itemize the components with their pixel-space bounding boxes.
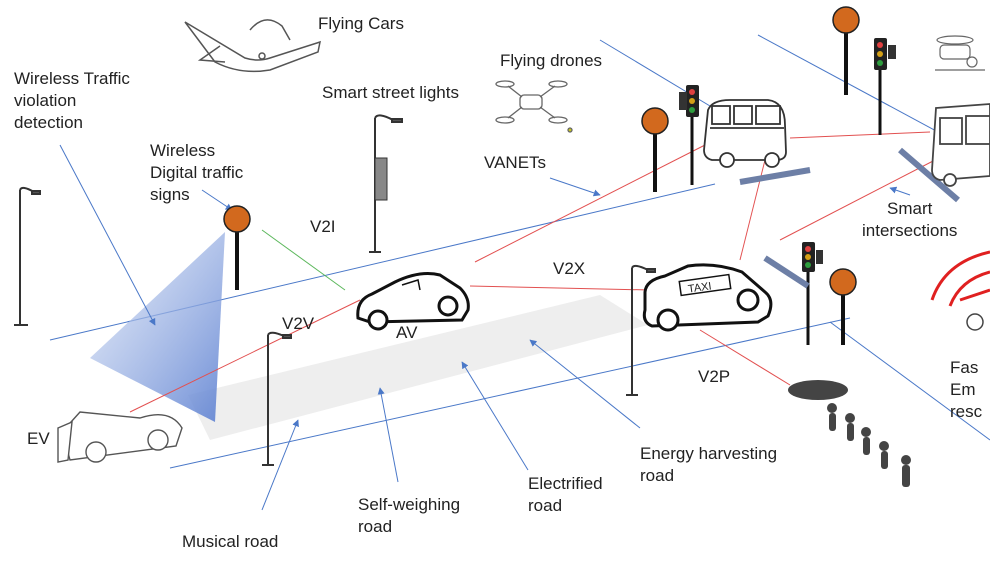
label-line: road <box>640 466 675 485</box>
emergency-signal-icon <box>930 250 990 331</box>
label-line: road <box>528 496 563 515</box>
label-av: AV <box>396 323 418 342</box>
label-line: detection <box>14 113 83 132</box>
bus-icon <box>931 103 990 187</box>
label-line: Wireless <box>150 141 216 160</box>
label-line: Energy harvesting <box>640 444 778 463</box>
drone-icon <box>495 80 573 133</box>
label-musical-road: Musical road <box>182 532 279 551</box>
label-line: Fas <box>950 358 979 377</box>
road-edge-right-diag <box>829 321 990 441</box>
traffic-light-center <box>679 85 699 185</box>
label-flying-cars: Flying Cars <box>318 14 404 33</box>
label-line: violation <box>14 91 77 110</box>
street-light-right <box>626 264 656 396</box>
label-line: Em <box>950 380 976 399</box>
label-wireless-traffic-violation: Wireless Traffic violation detection <box>14 68 130 134</box>
label-v2p: V2P <box>698 367 731 386</box>
label-v2v: V2V <box>282 314 315 333</box>
label-line: Electrified <box>528 474 603 493</box>
pointer-arrows <box>59 144 911 511</box>
label-v2x: V2X <box>553 259 586 278</box>
intersection-sensor-3 <box>763 255 810 289</box>
communication-links <box>129 131 936 413</box>
traffic-sign-center <box>641 107 669 192</box>
label-v2i: V2I <box>310 217 336 236</box>
label-line: signs <box>150 185 190 204</box>
taxi-icon <box>642 263 773 332</box>
label-line: resc <box>950 402 983 421</box>
road-edge-bottom <box>169 317 851 469</box>
label-line: intersections <box>862 221 958 240</box>
label-line: Smart <box>887 199 933 218</box>
label-line: Digital traffic <box>150 163 244 182</box>
av-car-icon <box>356 272 470 331</box>
label-energy-harvesting-road: Energy harvesting road <box>640 443 777 487</box>
label-fast-emergency-rescue: Fas Em resc <box>950 357 982 423</box>
pedestrians-icon <box>788 380 911 487</box>
label-smart-intersections: Smart intersections <box>862 198 957 242</box>
van-icon <box>703 99 787 168</box>
intersection-sensor-2 <box>898 147 960 203</box>
road-edge-lower-right <box>599 39 721 113</box>
label-self-weighing-road: Self-weighing road <box>358 494 460 538</box>
street-light-smart <box>369 114 403 253</box>
traffic-light-right <box>802 242 823 345</box>
traffic-sign-right <box>829 268 857 345</box>
label-wireless-digital-signs: Wireless Digital traffic signs <box>150 140 243 206</box>
intersection-sensor-1 <box>739 167 811 185</box>
label-smart-street-lights: Smart street lights <box>322 83 459 102</box>
traffic-sign-digital <box>223 205 251 290</box>
label-line: Self-weighing <box>358 495 461 514</box>
v2i-link <box>261 229 346 291</box>
traffic-light-top-right <box>874 38 896 135</box>
street-light-left <box>14 186 41 326</box>
wireless-detection-beam <box>90 232 225 422</box>
flying-car-icon <box>184 19 321 73</box>
label-flying-drones: Flying drones <box>500 51 603 70</box>
street-light-middle <box>262 331 292 466</box>
drone-icon-right <box>935 35 985 71</box>
traffic-sign-top-right <box>832 6 860 95</box>
label-electrified-road: Electrified road <box>528 473 603 517</box>
label-line: road <box>358 517 393 536</box>
electrified-lane <box>188 295 648 440</box>
ev-race-car-icon <box>57 411 183 463</box>
label-line: Wireless Traffic <box>14 69 130 88</box>
label-ev: EV <box>27 429 50 448</box>
label-vanets: VANETs <box>484 153 547 172</box>
